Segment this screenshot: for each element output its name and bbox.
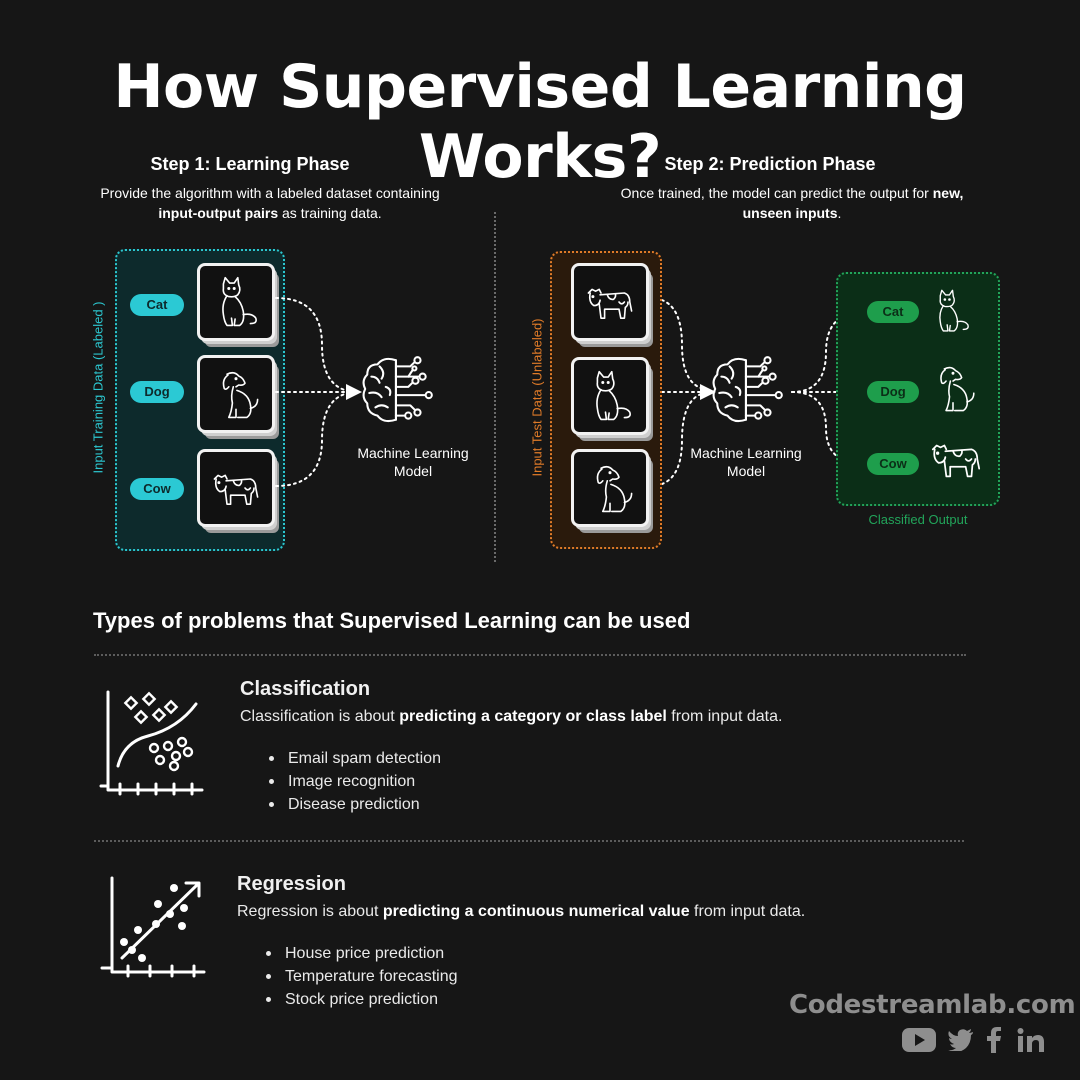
types-section-title: Types of problems that Supervised Learni… xyxy=(93,608,691,633)
training-card-dog xyxy=(197,355,275,433)
cow-icon xyxy=(583,275,637,329)
step2-desc-bold2: unseen inputs xyxy=(742,205,838,221)
step1-desc-rest: as training data. xyxy=(278,205,382,221)
cat-icon xyxy=(928,286,974,336)
classification-description: Classification is about predicting a cat… xyxy=(240,708,782,726)
list-item: Disease prediction xyxy=(269,793,441,816)
regression-chart-icon xyxy=(100,876,206,978)
step2-description: Once trained, the model can predict the … xyxy=(582,183,1002,223)
phase-divider xyxy=(494,212,496,562)
section-divider-top xyxy=(94,654,966,656)
cow-icon xyxy=(926,430,986,488)
regression-description: Regression is about predicting a continu… xyxy=(237,903,805,921)
classification-examples: Email spam detection Image recognition D… xyxy=(269,747,441,816)
step2-desc-line2: unseen inputs. xyxy=(582,203,1002,223)
step2-desc-plain: Once trained, the model can predict the … xyxy=(620,185,933,201)
section-divider-middle xyxy=(94,840,964,842)
classification-title: Classification xyxy=(240,678,371,700)
output-label-cow: Cow xyxy=(867,453,919,475)
classification-desc-bold: predicting a category or class label xyxy=(399,708,667,725)
output-label-cat: Cat xyxy=(867,301,919,323)
step1-desc-bold: input-output pairs xyxy=(158,205,279,221)
connector-cat-to-model xyxy=(275,297,359,393)
label-cat: Cat xyxy=(130,294,184,316)
step2-title: Step 2: Prediction Phase xyxy=(664,154,876,174)
label-dog: Dog xyxy=(130,381,184,403)
step2-desc-line1: Once trained, the model can predict the … xyxy=(582,183,1002,203)
step1-description: Provide the algorithm with a labeled dat… xyxy=(70,183,470,223)
ml-model-caption-1: Machine Learning Model xyxy=(343,444,483,480)
regression-desc-bold: predicting a continuous numerical value xyxy=(382,903,690,920)
classified-output-caption: Classified Output xyxy=(868,512,968,527)
output-label-dog: Dog xyxy=(867,381,919,403)
regression-title: Regression xyxy=(237,873,346,895)
training-card-cat xyxy=(197,263,275,341)
step2-desc-bold1: new, xyxy=(932,185,964,201)
brain-icon xyxy=(707,350,789,432)
youtube-icon[interactable] xyxy=(902,1026,936,1054)
training-card-cow xyxy=(197,449,275,527)
classification-desc-end: from input data. xyxy=(666,708,783,725)
label-cow: Cow xyxy=(130,478,184,500)
classification-chart-icon xyxy=(99,690,204,796)
list-item: Temperature forecasting xyxy=(266,965,458,988)
ml-model-caption-1-line2: Model xyxy=(393,463,433,479)
list-item: Email spam detection xyxy=(269,747,441,770)
step2-desc-end: . xyxy=(837,205,842,221)
ml-model-caption-2-line1: Machine Learning xyxy=(690,445,802,461)
step1-desc-line1: Provide the algorithm with a labeled dat… xyxy=(100,185,440,201)
regression-desc-end: from input data. xyxy=(689,903,806,920)
test-card-dog xyxy=(571,449,649,527)
list-item: Stock price prediction xyxy=(266,988,458,1011)
ml-model-caption-1-line1: Machine Learning xyxy=(357,445,469,461)
regression-examples: House price prediction Temperature forec… xyxy=(266,942,458,1011)
dog-icon xyxy=(583,461,637,515)
test-card-cat xyxy=(571,357,649,435)
twitter-icon[interactable] xyxy=(947,1026,975,1054)
ml-model-caption-2: Machine Learning Model xyxy=(676,444,816,480)
list-item: Image recognition xyxy=(269,770,441,793)
list-item: House price prediction xyxy=(266,942,458,965)
test-card-cow xyxy=(571,263,649,341)
classification-desc-plain: Classification is about xyxy=(240,708,400,725)
brain-icon xyxy=(357,350,439,432)
connector-test1-to-model xyxy=(649,297,713,391)
brand-text: Codestreamlab.com xyxy=(789,990,1076,1020)
dog-icon xyxy=(926,362,980,414)
facebook-icon[interactable] xyxy=(984,1026,1004,1054)
step1-title: Step 1: Learning Phase xyxy=(150,154,350,174)
test-data-label: Input Test Data (Unlabeled) xyxy=(529,318,545,477)
regression-desc-plain: Regression is about xyxy=(237,903,383,920)
page-title: How Supervised Learning Works? xyxy=(113,52,967,192)
cat-icon xyxy=(583,369,637,423)
step1-desc-line2: input-output pairs as training data. xyxy=(70,203,470,223)
linkedin-icon[interactable] xyxy=(1016,1026,1046,1054)
ml-model-caption-2-line2: Model xyxy=(726,463,766,479)
connector-cow-to-model xyxy=(275,391,359,487)
